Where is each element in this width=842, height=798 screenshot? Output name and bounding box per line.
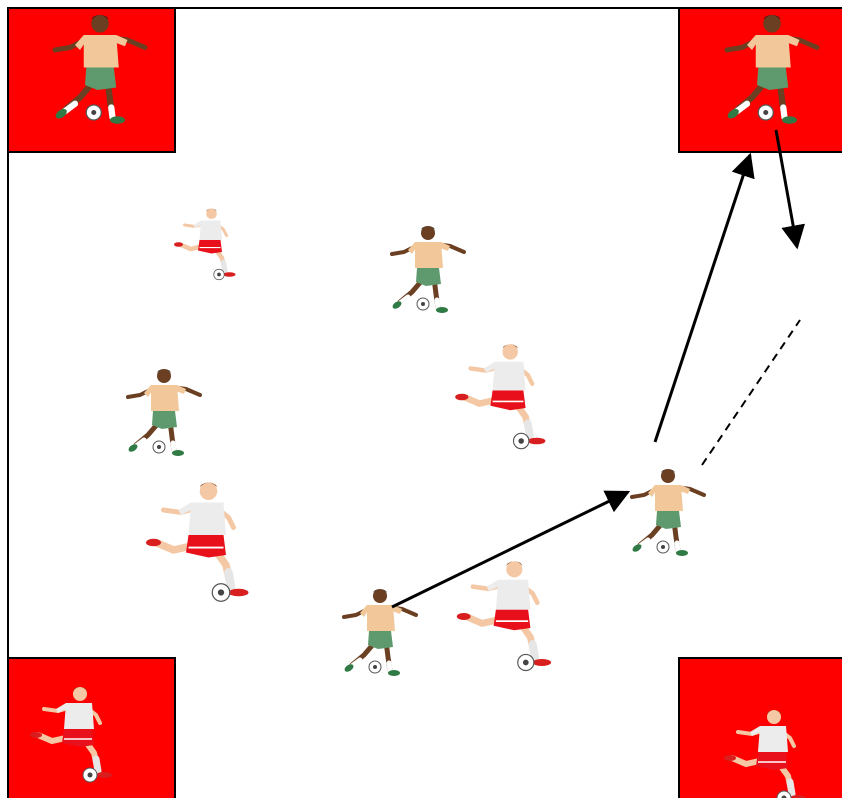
drill-diagram bbox=[0, 0, 842, 798]
